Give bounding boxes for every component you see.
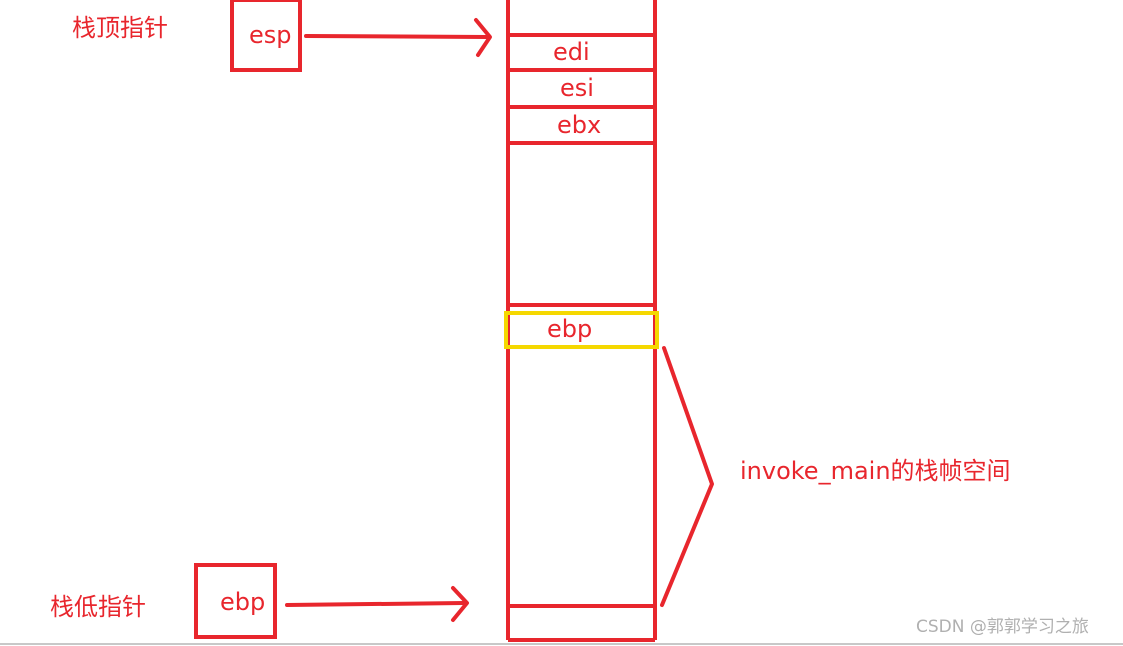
frame-space-label: invoke_main的栈帧空间 — [740, 457, 1011, 485]
frame-brace — [660, 346, 714, 607]
csdn-watermark: CSDN @郭郭学习之旅 — [916, 617, 1089, 637]
esp-pointer-value: esp — [249, 21, 292, 49]
esp-pointer-box — [230, 0, 302, 72]
stack-bottom-pointer-label: 栈低指针 — [50, 593, 146, 621]
stack-cell-ebx: ebx — [557, 111, 602, 139]
stack-separators — [508, 33, 655, 642]
ebp-arrow — [285, 586, 469, 622]
ebp-pointer-value: ebp — [220, 588, 266, 616]
saved-ebp-cell-highlight — [504, 311, 659, 349]
stack-top-pointer-label: 栈顶指针 — [72, 14, 168, 42]
stack-cell-edi: edi — [553, 38, 590, 66]
stack-cell-esi: esi — [560, 74, 594, 102]
stack-cell-saved-ebp: ebp — [547, 315, 593, 343]
ebp-pointer-box — [194, 563, 277, 639]
esp-arrow — [304, 18, 492, 57]
